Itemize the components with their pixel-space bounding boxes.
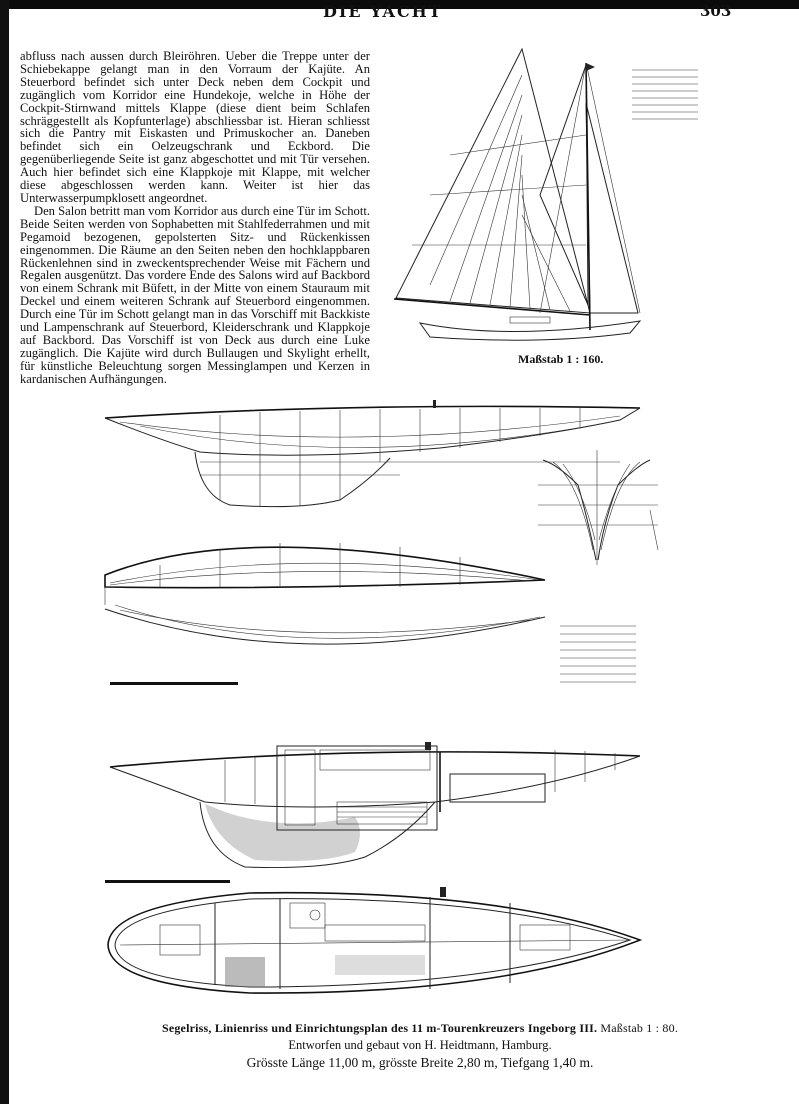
hull-bottom: [109, 755, 641, 808]
cockpit-area: [289, 902, 326, 929]
figure-caption: Segelriss, Linienriss und Einrichtungspl…: [100, 1021, 740, 1071]
page-header-title: DIE YACHT: [323, 2, 443, 21]
paragraph-2: Den Salon betritt man vom Korridor aus d…: [20, 203, 370, 386]
lines-plan-profile: [104, 400, 641, 508]
sail-plan-scale: Maßstab 1 : 160.: [518, 352, 604, 366]
caption-title: Segelriss, Linienriss und Einrichtungspl…: [161, 1021, 598, 1035]
caption-line-3: Grösste Länge 11,00 m, grösste Breite 2,…: [246, 1055, 594, 1070]
keel-profile: [194, 451, 391, 508]
forestay: [585, 62, 641, 314]
sail-seams: [412, 62, 587, 312]
waterline-profile: [104, 407, 641, 456]
paragraph-1: abfluss nach aussen durch Bleiröhren. Ue…: [20, 49, 370, 205]
pennant: [586, 63, 595, 71]
waterlines: [104, 543, 541, 639]
mast-base: [425, 742, 431, 750]
body-plan: [538, 450, 659, 565]
caption-line-2: Entworfen und gebaut von H. Heidtmann, H…: [288, 1038, 552, 1052]
accommodation-plan: [107, 887, 643, 994]
diagonal-line: [104, 608, 546, 645]
cabin-section: [276, 745, 438, 831]
scale-bar-interior: [105, 880, 230, 883]
caption-scale: Maßstab 1 : 80.: [600, 1021, 679, 1035]
cabin-top: [509, 316, 551, 324]
salon-table: [324, 924, 426, 942]
top-border-bar: [0, 0, 799, 9]
station-lines: [119, 408, 621, 506]
backstay: [539, 62, 587, 314]
jib-sail: [585, 102, 639, 314]
keel-section: [199, 801, 436, 869]
inboard-profile: [109, 742, 641, 869]
deck-line: [109, 751, 641, 768]
sail-plan-drawing: [393, 47, 642, 341]
hull-profile: [418, 320, 642, 341]
sail-area-table: [632, 69, 698, 120]
mast-stub: [433, 400, 436, 408]
forward-berth: [449, 773, 546, 803]
mainsail: [395, 47, 591, 314]
hull-outline-plan: [107, 891, 643, 994]
mast: [585, 62, 591, 331]
plan-details: [119, 924, 631, 956]
sheer-line: [104, 405, 641, 419]
caption-line-1: Segelriss, Linienriss und Einrichtungspl…: [100, 1021, 740, 1036]
bulkheads: [214, 897, 511, 989]
ballast-keel: [205, 804, 360, 861]
scale-bar-lines: [110, 682, 238, 685]
inboard-frames: [224, 750, 616, 804]
topsail: [539, 64, 589, 306]
scan-edge-band: [0, 0, 9, 1104]
page-number: 303: [700, 2, 732, 20]
lines-plan-half-breadth: [104, 543, 546, 645]
mast-location: [440, 887, 446, 897]
article-text: abfluss nach aussen durch Bleiröhren. Ue…: [20, 50, 370, 386]
helm-icon: [309, 909, 321, 921]
pantry: [225, 957, 265, 987]
sofa-berth: [335, 955, 425, 975]
offsets-table: [560, 625, 636, 683]
boom: [393, 298, 591, 316]
deck-outline: [104, 546, 546, 589]
